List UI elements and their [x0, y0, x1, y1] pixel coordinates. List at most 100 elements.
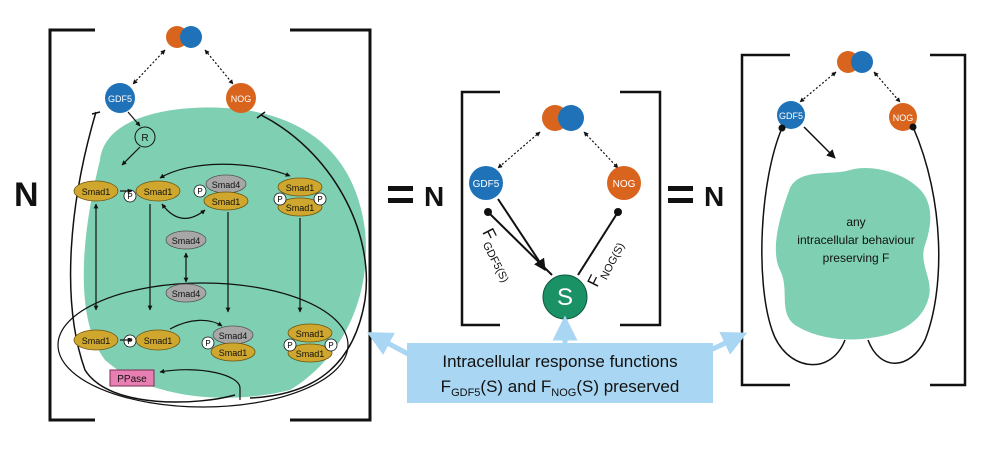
- left-bracket-open: [48, 28, 95, 422]
- intracellular-blob: [775, 167, 931, 340]
- nog-feedback-knob: [614, 208, 622, 216]
- caption-suffix: (S) preserved: [576, 377, 679, 396]
- nog-label-right: NOG: [893, 113, 914, 123]
- phospho-label: P: [287, 341, 292, 350]
- gdf5-node-middle: [469, 166, 503, 200]
- smad4-complex-nuc-top-label: Smad4: [219, 331, 248, 341]
- blob-line2: intracellular behaviour: [797, 233, 914, 247]
- ppase-box: [109, 369, 155, 387]
- f-nog-label: F NOG(S): [584, 241, 628, 290]
- smad1-nuc-1-label: Smad1: [82, 336, 111, 346]
- phospho-badge: [324, 338, 338, 352]
- smad4-free-nuc-label: Smad4: [172, 289, 201, 299]
- gdf5-nog-dimer-blue: [180, 26, 202, 48]
- equals-bar-bottom: [668, 198, 693, 203]
- phospho-badge: [193, 184, 207, 198]
- dimer-gdf5-arrow-middle: [497, 131, 541, 169]
- gdf5-receptor-arrow: [127, 111, 141, 127]
- smad1-nuc-1: [73, 329, 119, 351]
- smad1-dimer-bottom: [277, 197, 323, 217]
- phospho-label: P: [127, 337, 132, 346]
- equals-block-2: N: [668, 181, 724, 212]
- nog-feedback-right-knob: [909, 123, 917, 131]
- smad4-free-nuc: [165, 283, 207, 303]
- phospho-badge: [273, 192, 287, 206]
- dimerization-arrow: [159, 163, 291, 179]
- nog-label-left: NOG: [231, 94, 252, 104]
- nog-feedback-right: [867, 126, 940, 364]
- f-nog-sub: NOG(S): [598, 241, 627, 282]
- nog-node-middle: [607, 166, 641, 200]
- complex-arrow: [161, 203, 206, 219]
- smad1-dimer-top-label: Smad1: [286, 183, 315, 193]
- gdf5-label-middle: GDF5: [473, 179, 500, 190]
- dimer-nog-arrow-right: [873, 71, 901, 103]
- f-gdf5-sub: GDF5(S): [480, 240, 511, 285]
- equals-block-1: N: [388, 181, 444, 212]
- phospho-badge: [283, 338, 297, 352]
- ppase-arrow: [159, 368, 241, 400]
- nog-label-middle: NOG: [613, 179, 636, 190]
- phospho-badge: [201, 336, 215, 350]
- caption-f1: F: [441, 377, 451, 396]
- right-panel: GDF5 NOG any intracellular behaviour pre…: [740, 51, 967, 387]
- gdf5-to-blob-arrow: [803, 126, 836, 159]
- middle-bracket-open: [460, 90, 500, 327]
- caption-box: [407, 343, 713, 403]
- smad1-dimer-nuc-top-label: Smad1: [296, 329, 325, 339]
- gdf5-feedback-right-knob: [778, 124, 786, 132]
- nog-feedback-loop: [249, 111, 367, 399]
- smad1-cyto-1: [73, 180, 119, 202]
- middle-panel: GDF5 NOG S F GDF5(S) F NOG(S): [460, 90, 662, 327]
- right-bracket-open: [740, 53, 790, 387]
- equals-bar-top: [388, 186, 413, 191]
- phospho-label: P: [277, 195, 282, 204]
- middle-multiplier: N: [424, 181, 444, 212]
- dimer-blue-middle: [558, 105, 584, 131]
- right-multiplier: N: [704, 181, 724, 212]
- smad1-dimer-top: [277, 177, 323, 197]
- smad1-dimer-bottom-label: Smad1: [286, 203, 315, 213]
- smad1-nuc-2-label: Smad1: [144, 336, 173, 346]
- gdf5-feedback-knob: [484, 208, 492, 216]
- nog-node-left: [226, 83, 256, 113]
- dimer-gdf5-arrow: [132, 49, 166, 85]
- smad4-complex-top-label: Smad4: [212, 180, 241, 190]
- equals-bar-top: [668, 186, 693, 191]
- phospho-label: P: [197, 187, 202, 196]
- dimer-nog-arrow-middle: [583, 131, 619, 169]
- signal-label: S: [557, 284, 573, 311]
- gdf5-label-left: GDF5: [108, 94, 132, 104]
- smad1-dimer-nuc-bottom-label: Smad1: [296, 349, 325, 359]
- phospho-label: P: [328, 341, 333, 350]
- equals-bar-bottom: [388, 198, 413, 203]
- nog-node-right: [889, 103, 917, 131]
- dimer-nog-arrow: [204, 49, 234, 85]
- gdf5-node-left: [105, 83, 135, 113]
- left-bracket-close: [290, 28, 372, 422]
- caption-sub2: NOG: [551, 387, 576, 399]
- smad1-cyto-1-label: Smad1: [82, 187, 111, 197]
- smad1-cyto-2-label: Smad1: [144, 187, 173, 197]
- smad1-dimer-nuc-bottom: [287, 343, 333, 363]
- caption-group: Intracellular response functions FGDF5(S…: [366, 315, 748, 403]
- gdf5-feedback-right: [761, 127, 846, 366]
- receptor-label: R: [141, 133, 148, 144]
- caption-line1: Intracellular response functions: [442, 352, 677, 371]
- caption-mid: (S) and F: [480, 377, 551, 396]
- blob-line3: preserving F: [823, 251, 890, 265]
- smad1-complex-bottom: [203, 191, 249, 211]
- gdf5-node-right: [777, 101, 805, 129]
- blob-line1: any: [846, 215, 865, 229]
- smad1-complex-nuc-bottom-label: Smad1: [219, 348, 248, 358]
- smad4-free-cyto-label: Smad4: [172, 236, 201, 246]
- gdf5-label-right: GDF5: [779, 111, 803, 121]
- signal-to-nog-feedback: [577, 211, 619, 276]
- receptor-node: [134, 126, 156, 148]
- ppase-label: PPase: [117, 374, 147, 385]
- middle-bracket-close: [620, 90, 662, 327]
- left-panel: N GDF5 NOG R Smad1 Smad1 P Sm: [14, 26, 372, 422]
- smad1-cyto-2: [135, 180, 181, 202]
- dimer-gdf5-arrow-right: [799, 71, 837, 103]
